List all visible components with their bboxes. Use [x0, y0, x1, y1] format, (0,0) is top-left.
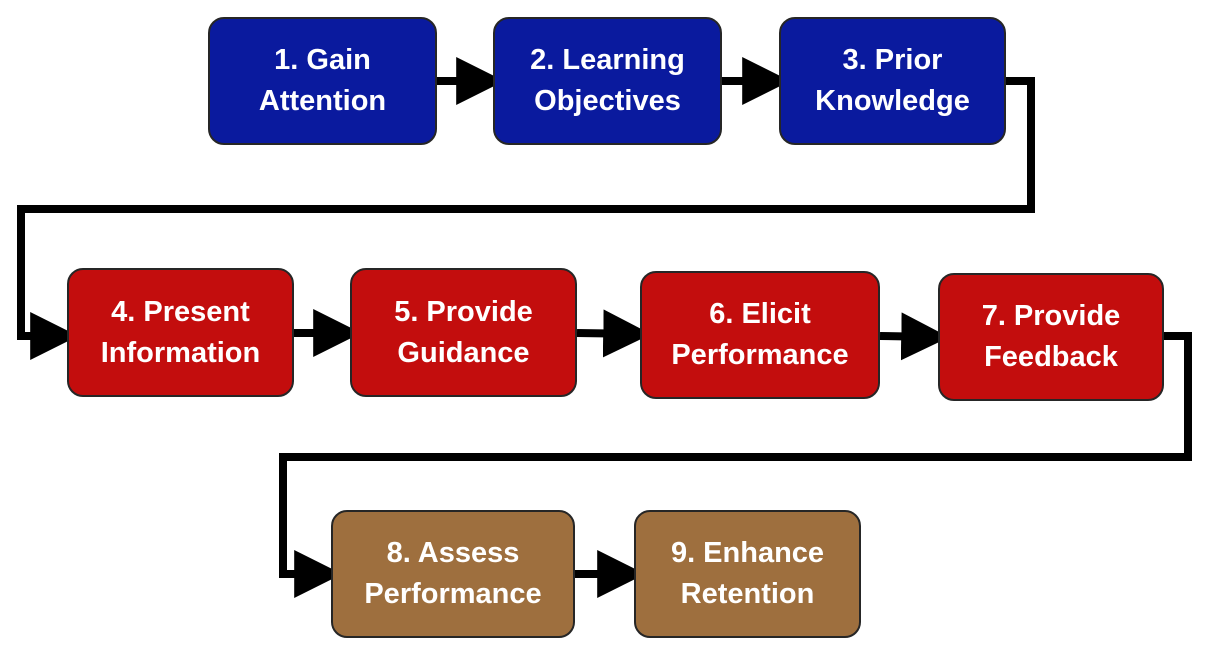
- step-label: 3. Prior Knowledge: [815, 44, 970, 117]
- step-7-provide-feedback: 7. Provide Feedback: [938, 273, 1164, 401]
- connector-7-to-8: [279, 332, 1192, 598]
- step-label: 8. Assess Performance: [364, 537, 542, 610]
- step-9-enhance-retention: 9. Enhance Retention: [634, 510, 861, 638]
- arrow-5-to-6: [576, 309, 652, 358]
- step-8-assess-performance: 8. Assess Performance: [331, 510, 575, 638]
- step-2-learning-objectives: 2. Learning Objectives: [493, 17, 722, 145]
- step-5-provide-guidance: 5. Provide Guidance: [350, 268, 577, 397]
- step-6-elicit-performance: 6. Elicit Performance: [640, 271, 880, 399]
- step-label: 6. Elicit Performance: [671, 298, 849, 371]
- step-1-gain-attention: 1. Gain Attention: [208, 17, 437, 145]
- step-3-prior-knowledge: 3. Prior Knowledge: [779, 17, 1006, 145]
- step-label: 5. Provide Guidance: [394, 295, 533, 369]
- step-4-present-information: 4. Present Information: [67, 268, 294, 397]
- step-label: 4. Present Information: [100, 295, 261, 369]
- connector-3-to-4: [17, 77, 1035, 360]
- step-label: 7. Provide Feedback: [981, 300, 1121, 373]
- step-label: 2. Learning Objectives: [530, 44, 685, 117]
- step-label: 1. Gain Attention: [258, 44, 387, 117]
- arrow-6-to-7: [879, 312, 950, 361]
- step-label: 9. Enhance Retention: [670, 537, 825, 610]
